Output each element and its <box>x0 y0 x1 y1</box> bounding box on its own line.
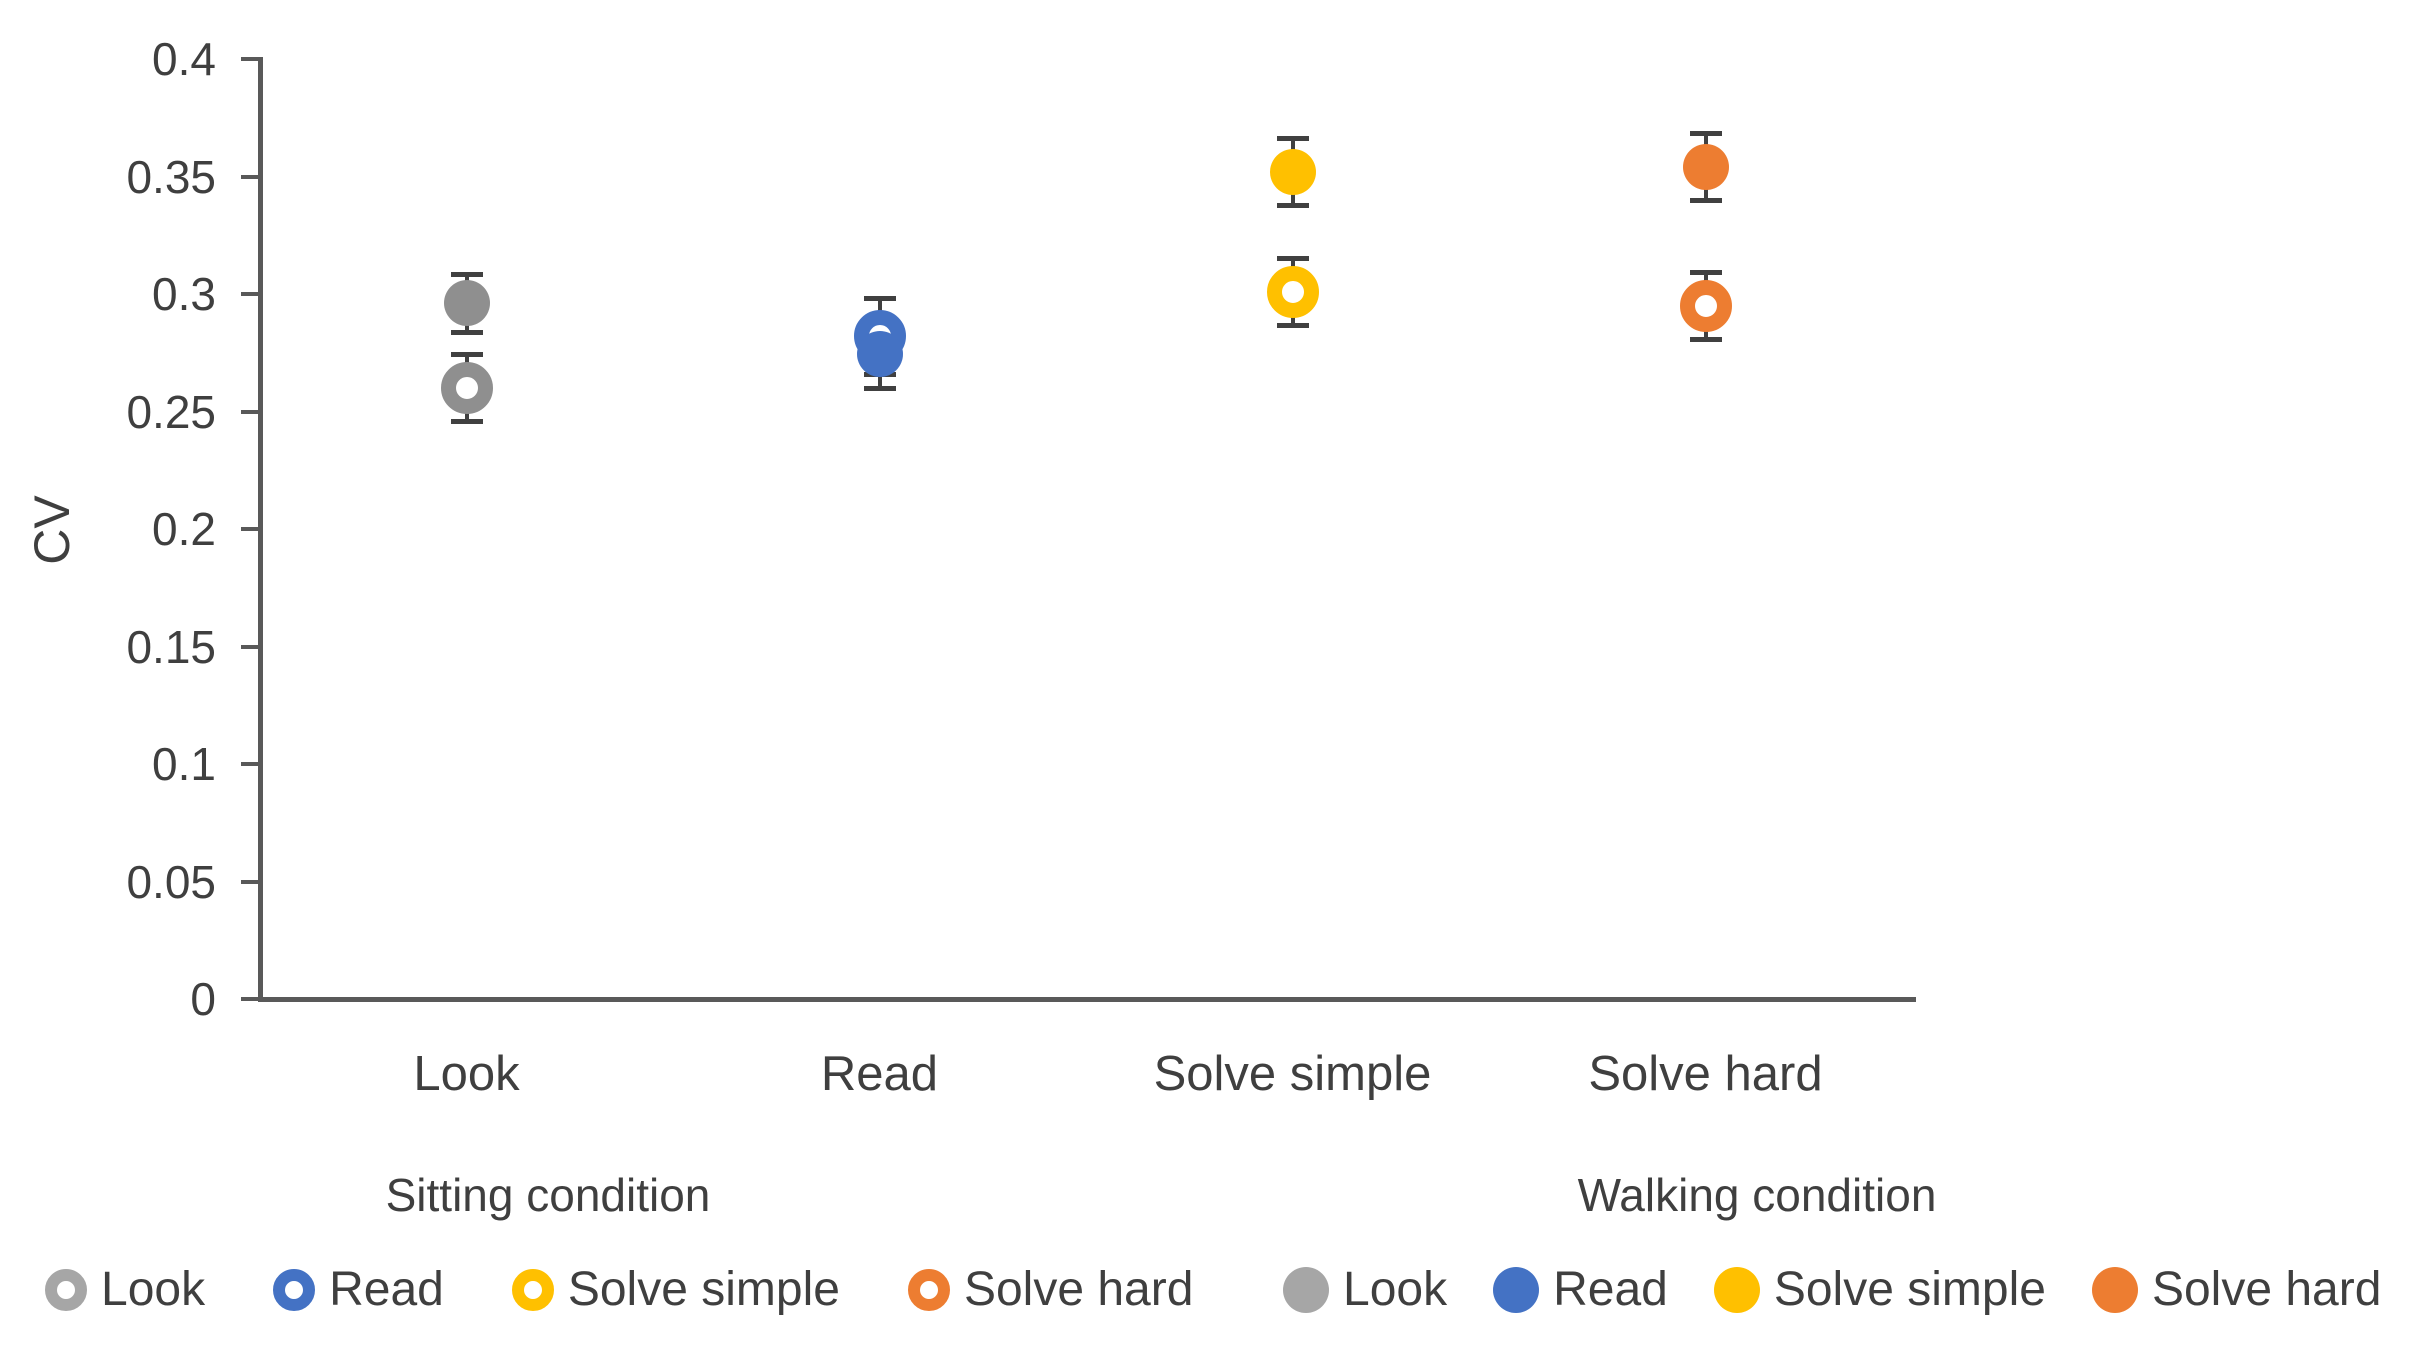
error-bar-cap-top <box>1689 131 1722 137</box>
legend-item: Solve simple <box>511 1262 840 1317</box>
legend-marker-icon <box>1493 1266 1540 1313</box>
legend-title-walking: Walking condition <box>1577 1169 1937 1221</box>
y-tick-label: 0.1 <box>152 738 216 790</box>
y-tick-mark <box>241 879 259 884</box>
data-point-marker-filled <box>1269 148 1316 195</box>
legend-item-label: Solve hard <box>963 1263 1194 1316</box>
y-tick-label: 0.2 <box>152 503 216 555</box>
y-tick-mark <box>241 57 259 61</box>
error-bar-cap-bottom <box>1276 322 1309 328</box>
y-tick-label: 0.35 <box>126 150 216 203</box>
y-tick-mark <box>241 997 259 1001</box>
y-tick-label: 0.05 <box>126 855 216 908</box>
legend-item: Read <box>273 1262 444 1317</box>
error-bar-cap-bottom <box>863 386 896 391</box>
legend-sitting-items: Look Read Solve simple Solve hard <box>45 1262 1193 1317</box>
error-bar-cap-bottom <box>1689 198 1722 203</box>
data-point-marker-open <box>1679 279 1732 332</box>
y-tick-label: 0 <box>190 973 216 1025</box>
error-bar-cap-bottom <box>1689 336 1722 342</box>
y-tick-mark <box>241 174 259 179</box>
category-label: Solve hard <box>1588 1047 1823 1101</box>
y-axis-line <box>258 57 263 1002</box>
data-point-marker-filled <box>856 330 903 377</box>
y-tick-mark <box>241 527 259 531</box>
legend-item: Solve hard <box>2091 1262 2382 1317</box>
legend-marker-icon <box>511 1268 554 1311</box>
error-bar-cap-bottom <box>1276 202 1309 208</box>
data-point-marker-open <box>440 362 493 414</box>
y-tick-mark <box>241 409 259 414</box>
data-point-marker-filled <box>1682 144 1729 191</box>
legend-title-sitting: Sitting condition <box>385 1169 711 1221</box>
legend-item-label: Solve simple <box>1773 1263 2046 1316</box>
legend-item-label: Look <box>1343 1263 1448 1316</box>
legend-marker-icon <box>907 1268 950 1311</box>
legend-marker-icon <box>273 1268 316 1311</box>
legend-item-label: Look <box>101 1263 206 1316</box>
error-bar-cap-bottom <box>450 418 483 424</box>
legend-item-label: Solve simple <box>567 1263 840 1316</box>
legend-marker-icon <box>45 1268 87 1311</box>
y-tick-label: 0.3 <box>152 268 216 320</box>
legend-item: Solve hard <box>907 1262 1194 1317</box>
category-label: Solve simple <box>1153 1047 1432 1101</box>
y-tick-mark <box>241 644 259 649</box>
legend-item: Look <box>1283 1262 1447 1317</box>
y-tick-label: 0.4 <box>152 33 216 85</box>
legend-item-label: Read <box>329 1263 444 1316</box>
legend-marker-icon <box>2091 1266 2138 1313</box>
error-bar-cap-bottom <box>450 329 483 335</box>
legend-item: Read <box>1493 1262 1668 1317</box>
x-axis-line <box>258 997 1916 1002</box>
legend-item: Look <box>45 1262 205 1317</box>
error-bar-cap-top <box>1276 135 1309 141</box>
legend-walking-items: Look Read Solve simple Solve hard <box>1283 1262 2381 1317</box>
y-tick-mark <box>241 762 259 766</box>
error-bar-cap-top <box>450 272 483 278</box>
y-tick-mark <box>241 292 259 296</box>
legend-item-label: Read <box>1553 1263 1668 1316</box>
data-point-marker-filled <box>443 280 490 327</box>
data-point-marker-open <box>1266 265 1319 318</box>
error-bar-cap-top <box>1689 269 1722 275</box>
legend-item-label: Solve hard <box>2151 1263 2382 1316</box>
error-bar-cap-top <box>863 295 896 301</box>
y-tick-label: 0.25 <box>126 385 216 438</box>
category-label: Look <box>413 1047 520 1101</box>
category-label: Read <box>820 1047 939 1101</box>
legend-marker-icon <box>1713 1266 1760 1313</box>
y-tick-label: 0.15 <box>126 620 216 673</box>
legend-item: Solve simple <box>1713 1262 2046 1317</box>
error-bar-cap-top <box>450 352 483 358</box>
error-bar-cap-top <box>1276 255 1309 261</box>
legend-marker-icon <box>1283 1266 1329 1313</box>
